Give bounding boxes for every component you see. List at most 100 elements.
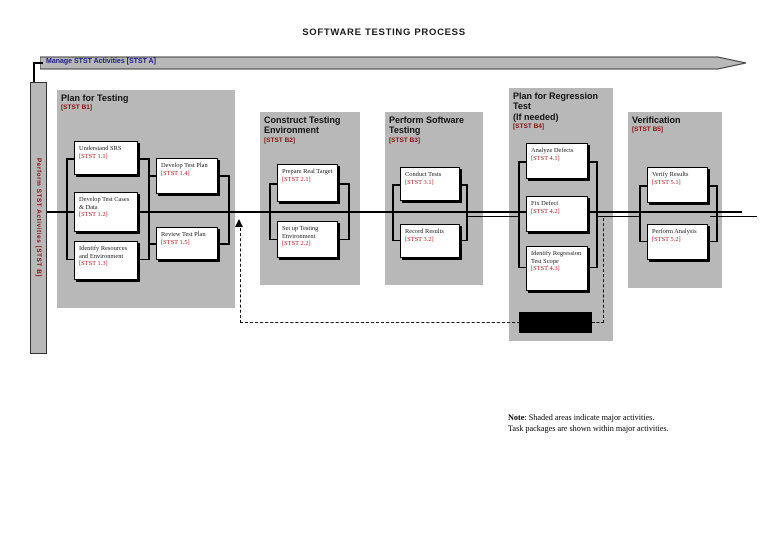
task-name: Develop Test Cases & Data (79, 196, 130, 211)
connector-line (338, 238, 348, 240)
connector-line (392, 184, 394, 241)
connector-line (47, 211, 742, 213)
task-ref: [STST 1.5] (161, 238, 190, 246)
task-ref: [STST 4.1] (531, 154, 560, 162)
task-name: Fix Defect (531, 200, 559, 207)
connector-line (218, 175, 228, 177)
task-name: Prepare Real Target (282, 168, 333, 175)
dashed-feedback-line (592, 322, 604, 323)
task-name: Develop Test Plan (161, 162, 208, 169)
connector-line (138, 258, 148, 260)
task-ref: [STST 2.2] (282, 240, 311, 248)
task-setup-testing-environment: Set up Testing Environment [STST 2.2] (277, 221, 338, 258)
connector-line (639, 240, 647, 242)
connector-line (518, 161, 526, 163)
dashed-feedback-line (240, 228, 241, 323)
connector-line (148, 158, 150, 260)
connector-line (392, 184, 400, 186)
task-name: Set up Testing Environment (282, 225, 319, 240)
connector-line (596, 216, 640, 217)
note-line1-text: : Shaded areas indicate major activities… (524, 413, 655, 422)
dashed-feedback-line (240, 322, 520, 323)
connector-line (708, 240, 717, 242)
task-develop-test-cases: Develop Test Cases & Data [STST 1.2] (74, 192, 138, 232)
section-ref: [STST B1] (61, 104, 93, 112)
task-name: Conduct Tests (405, 171, 442, 178)
task-name: Verify Results (652, 171, 689, 178)
task-name: Analyze Defects (531, 147, 574, 154)
task-ref: [STST 4.3] (531, 265, 560, 273)
connector-line (348, 183, 350, 240)
task-develop-test-plan: Develop Test Plan [STST 1.4] (156, 158, 218, 194)
note-text: Note: Shaded areas indicate major activi… (508, 412, 744, 434)
page-title: SOFTWARE TESTING PROCESS (302, 27, 466, 38)
manage-banner-label: Manage STST Activities [STST A] (46, 58, 156, 65)
connector-line (588, 161, 597, 163)
task-prepare-real-target: Prepare Real Target [STST 2.1] (277, 164, 338, 202)
section-header-perform-testing: Perform Software Testing [STST B3] (389, 115, 479, 144)
connector-line (710, 216, 757, 217)
task-ref: [STST 1.2] (79, 211, 108, 219)
section-ref: [STST B2] (264, 136, 296, 144)
connector-line (588, 266, 597, 268)
task-ref: [STST 5.1] (652, 178, 681, 186)
task-name: Identify Regression Test Scope (531, 250, 582, 265)
connector-line (228, 175, 230, 245)
connector-line (338, 183, 348, 185)
section-header-regression-test: Plan for Regression Test (If needed) [ST… (513, 91, 610, 131)
task-analyze-defects: Analyze Defects [STST 4.1] (526, 143, 588, 179)
connector-line (466, 184, 468, 241)
task-ref: [STST 3.2] (405, 235, 434, 243)
section-ref: [STST B5] (632, 126, 664, 134)
connector-line (708, 185, 717, 187)
connector-line (66, 258, 74, 260)
task-ref: [STST 1.4] (161, 169, 190, 177)
connector-line (518, 161, 520, 268)
connector-line (460, 184, 467, 186)
section-title: Perform Software Testing (389, 115, 465, 136)
task-ref: [STST 2.1] (282, 175, 311, 183)
connector-line (269, 183, 271, 240)
task-perform-analysis: Perform Analysis [STST 5.2] (647, 224, 708, 260)
note-label: Note (508, 413, 525, 422)
section-title: Plan for Regression Test (513, 91, 599, 112)
connector-line (716, 185, 718, 242)
section-title: Plan for Testing (61, 93, 129, 103)
section-ref: [STST B3] (389, 136, 421, 144)
connector-line (148, 175, 156, 177)
perform-activities-label: Perform STST Activities [STST B] (35, 158, 42, 278)
task-ref: [STST 1.3] (79, 260, 108, 268)
connector-line (33, 62, 35, 83)
dashed-feedback-line (603, 218, 604, 323)
section-title: Construct Testing Environment (264, 115, 341, 136)
task-conduct-tests: Conduct Tests [STST 3.1] (400, 167, 460, 201)
connector-line (138, 158, 148, 160)
section-title: Verification (632, 115, 681, 125)
task-ref: [STST 4.2] (531, 207, 560, 215)
note-line-1: Note: Shaded areas indicate major activi… (508, 412, 744, 423)
feedback-arrow-up-icon (235, 219, 243, 227)
task-name: Identify Resources and Environment (79, 245, 128, 260)
connector-line (269, 238, 277, 240)
task-name: Perform Analysis (652, 228, 697, 235)
connector-line (218, 243, 228, 245)
task-fix-defect: Fix Defect [STST 4.2] (526, 196, 588, 232)
section-header-plan-for-testing: Plan for Testing [STST B1] (61, 93, 231, 112)
task-ref: [STST 5.2] (652, 235, 681, 243)
task-identify-resources: Identify Resources and Environment [STST… (74, 241, 138, 280)
task-record-results: Record Results [STST 3.2] (400, 224, 460, 258)
task-identify-regression-scope: Identify Regression Test Scope [STST 4.3… (526, 246, 588, 291)
connector-line (392, 239, 400, 241)
section-subtitle: (If needed) (513, 111, 559, 122)
task-name: Understand SRS (79, 145, 122, 152)
connector-line (460, 239, 467, 241)
connector-line (596, 161, 598, 268)
section-ref: [STST B4] (513, 123, 545, 131)
connector-line (66, 158, 68, 260)
section-header-construct-environment: Construct Testing Environment [STST B2] (264, 115, 356, 144)
task-name: Record Results (405, 228, 444, 235)
section-header-verification: Verification [STST B5] (632, 115, 720, 134)
task-verify-results: Verify Results [STST 5.1] (647, 167, 708, 203)
connector-line (66, 158, 74, 160)
